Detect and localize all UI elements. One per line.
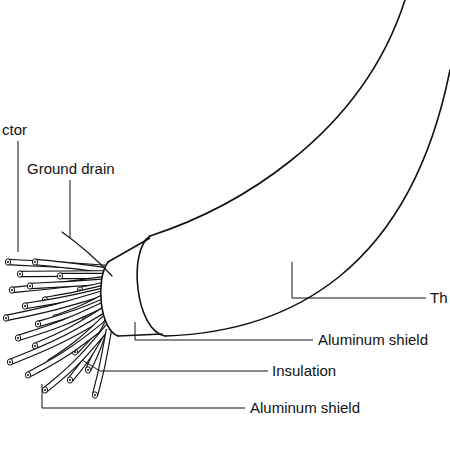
wire-bundle [3, 259, 109, 398]
wire-end [35, 321, 40, 327]
conductor-core [27, 374, 29, 376]
wire-end [25, 372, 30, 378]
wire-end [15, 335, 20, 341]
wire-end [9, 287, 14, 293]
conductor-core [24, 305, 26, 307]
wire-end [22, 303, 27, 309]
wire-insulation [35, 262, 108, 271]
part-label: Aluminum shield [318, 331, 428, 349]
conductor-core [5, 317, 7, 319]
jacket-top-edge [150, 0, 405, 236]
conductor-core [34, 345, 36, 347]
part-label: Insulation [272, 362, 336, 380]
leader-line [292, 262, 426, 298]
wire-end [32, 259, 37, 265]
conductor-core [87, 369, 89, 371]
conductor-core [19, 273, 21, 275]
conductor-core [94, 394, 96, 396]
wire-end [92, 392, 97, 398]
conductor-core [11, 289, 13, 291]
part-label: ctor [2, 121, 27, 139]
wire-end [5, 259, 10, 265]
conductor-core [29, 285, 31, 287]
wire-end [7, 359, 12, 365]
wire-end [17, 271, 22, 277]
wire-end [42, 387, 47, 393]
conductor-core [34, 261, 36, 263]
conductor-core [7, 261, 9, 263]
leader-line [70, 180, 71, 238]
leader-line [18, 141, 19, 252]
wire-outline [95, 329, 109, 395]
conductor-core [37, 323, 39, 325]
jacket-cut-end [137, 236, 165, 336]
insulated-wire [92, 329, 109, 398]
jacket-fill [150, 0, 450, 336]
wire-end [85, 367, 90, 373]
conductor-core [59, 275, 61, 277]
leader-line [135, 322, 313, 340]
conductor-core [17, 337, 19, 339]
wire-end [27, 283, 32, 289]
wire-end [67, 377, 72, 383]
wire-insulation [20, 271, 109, 276]
part-label: Aluminum shield [250, 399, 360, 417]
wire-outline [20, 270, 109, 277]
wire-outline [35, 262, 108, 271]
insulated-wire [17, 271, 109, 277]
wire-end [57, 273, 62, 279]
leader-lines [18, 141, 426, 408]
leader-line [82, 360, 268, 371]
part-label: Ground drain [27, 160, 115, 178]
conductor-core [69, 379, 71, 381]
leader-line [42, 384, 245, 408]
part-label: Th [430, 289, 448, 307]
wire-end [3, 315, 8, 321]
wire-insulation [95, 329, 109, 395]
conductor-core [9, 361, 11, 363]
ground-drain-wire [62, 232, 112, 276]
conductor-core [44, 389, 46, 391]
jacket-bottom-edge [165, 70, 450, 336]
